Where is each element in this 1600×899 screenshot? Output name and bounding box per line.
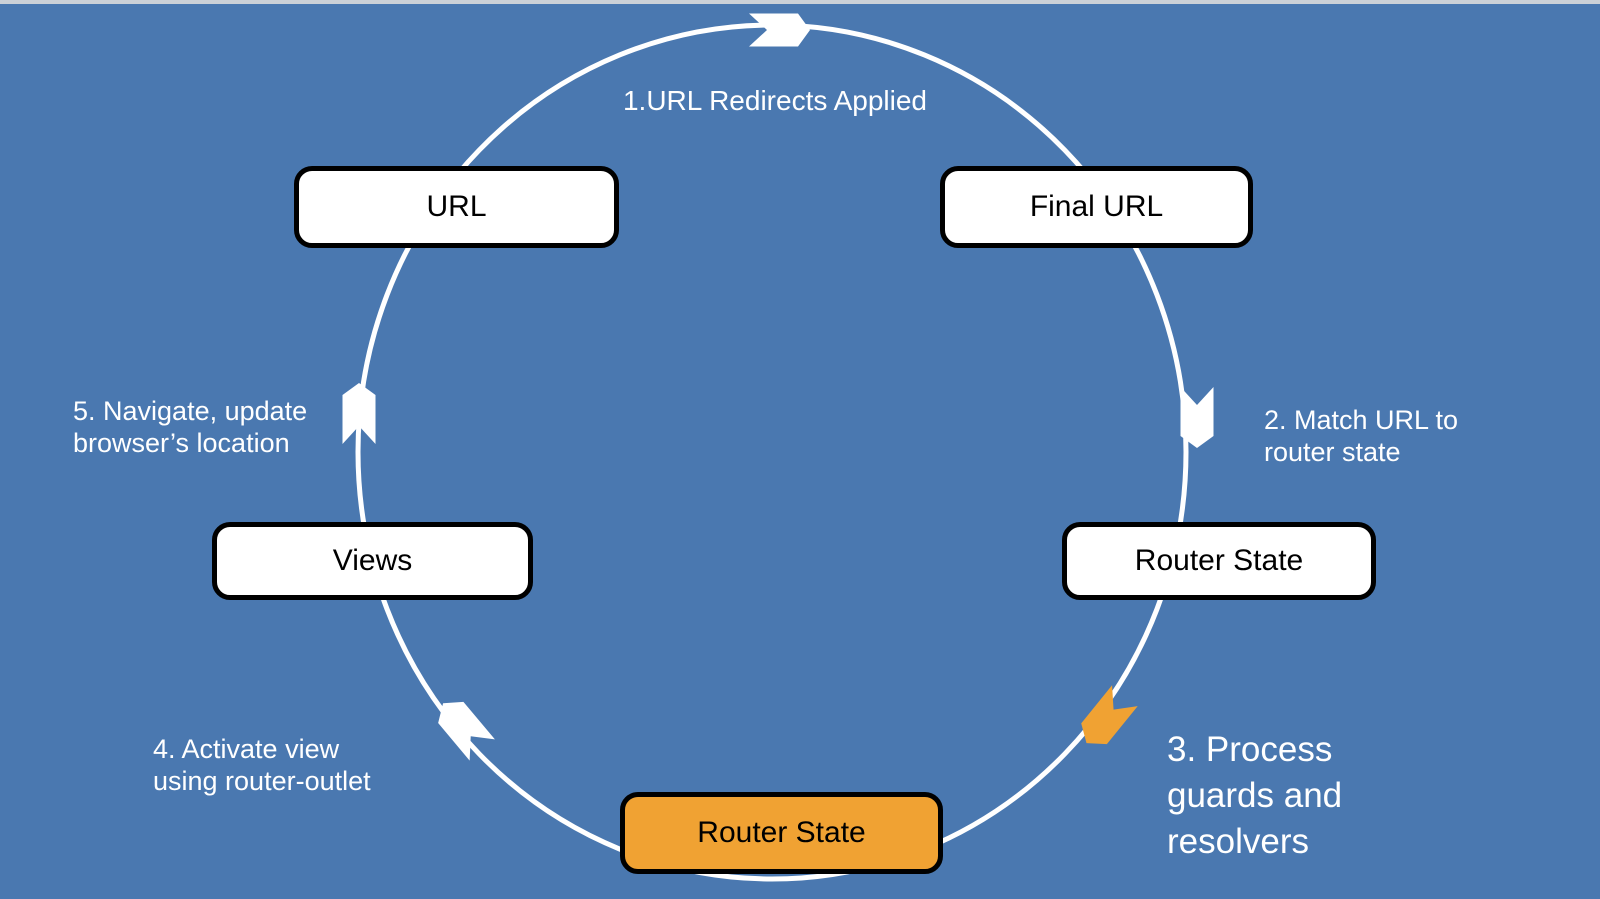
step-2-arrow-icon: [1180, 387, 1214, 448]
node-final-url: Final URL: [940, 166, 1253, 248]
node-url: URL: [294, 166, 619, 248]
top-divider: [0, 0, 1600, 4]
step-3-arrow-icon: [1081, 685, 1138, 745]
step-4-arrow-icon: [438, 701, 495, 761]
step-2-label: 2. Match URL to router state: [1264, 405, 1459, 468]
node-router-state-right: Router State: [1062, 522, 1376, 600]
node-views-label: Views: [332, 544, 413, 577]
step-5-arrow-icon: [342, 383, 376, 444]
step-1-label: 1.URL Redirects Applied: [622, 85, 927, 116]
cycle-circle: [355, 22, 1189, 882]
step-5-label: 5. Navigate, update browser’s location: [73, 396, 308, 459]
node-router-state-right-label: Router State: [1134, 544, 1304, 577]
step-4-label: 4. Activate view using router-outlet: [153, 734, 371, 797]
node-final-url-label: Final URL: [1029, 190, 1164, 223]
step-3-label: 3. Process guards and resolvers: [1167, 730, 1343, 862]
node-url-label: URL: [426, 190, 487, 223]
step-1-arrow-icon: [749, 13, 810, 47]
node-views: Views: [212, 522, 533, 600]
node-router-state-bottom: Router State: [620, 792, 943, 874]
node-router-state-bottom-label: Router State: [697, 816, 866, 849]
